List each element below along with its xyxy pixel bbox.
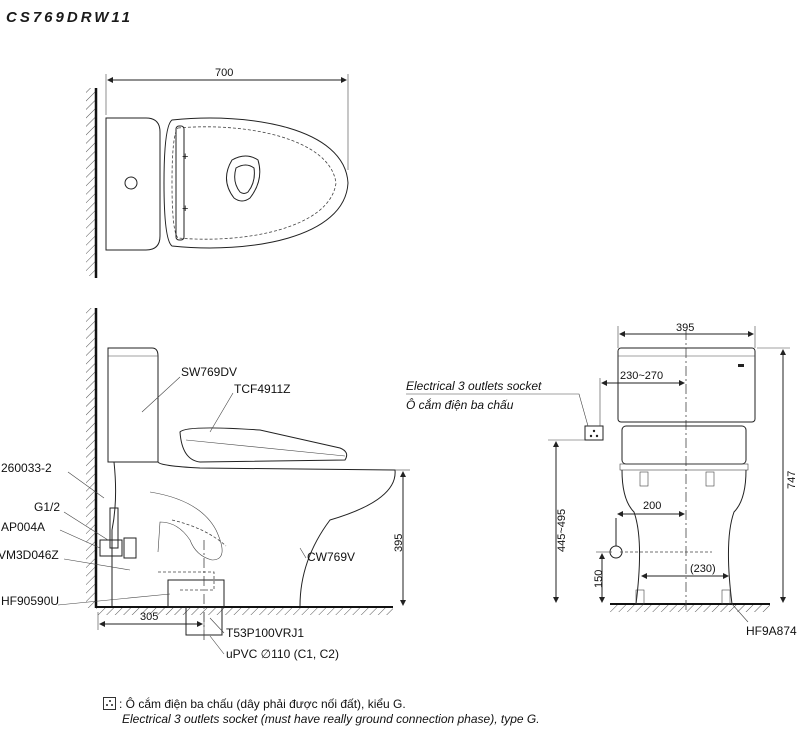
dim-700: 700	[215, 67, 233, 79]
top-trap-inner	[234, 164, 255, 194]
side-seat	[179, 427, 348, 463]
label-fitting: VM3D046Z	[0, 548, 59, 562]
label-drain-adapter: T53P100VRJ1	[226, 626, 304, 640]
side-wall-hatch	[86, 308, 95, 608]
dim-supply-height: 150	[593, 570, 605, 588]
label-pipe: uPVC ∅110 (C1, C2)	[226, 647, 339, 661]
label-thread: G1/2	[34, 500, 60, 514]
side-trapway	[149, 491, 223, 561]
top-seat-hinge	[175, 125, 185, 241]
dim-socket-height: 445~495	[556, 509, 568, 552]
top-trap-opening	[226, 155, 261, 202]
footnote-vi: : Ô cắm điện ba chấu (dây phải được nối …	[103, 697, 540, 712]
supply-hose	[109, 507, 119, 549]
front-bolt	[639, 471, 649, 487]
dim-395: 395	[393, 534, 405, 552]
drain-flange	[167, 579, 225, 608]
label-seat: TCF4911Z	[234, 382, 290, 396]
bolt-mark-icon: +	[182, 203, 188, 215]
top-seat-dashed	[171, 126, 337, 240]
flush-button-icon	[124, 176, 138, 190]
valve-body	[123, 537, 137, 559]
label-flange: HF90590U	[1, 594, 59, 608]
label-front-flange: HF9A874	[746, 624, 797, 638]
footnote: : Ô cắm điện ba chấu (dây phải được nối …	[103, 697, 540, 727]
floor-bolt	[635, 589, 645, 605]
label-socket-vi: Ô cắm điện ba chấu	[406, 397, 514, 412]
flush-lever-icon	[738, 364, 744, 367]
floor-bolt	[721, 589, 731, 605]
side-view: 395 305 SW769DV TCF4911Z 260033-2 G1/2 A…	[0, 308, 410, 661]
side-tank	[107, 347, 159, 463]
dim-front-395: 395	[676, 322, 694, 334]
label-socket-en: Electrical 3 outlets socket	[406, 379, 542, 393]
top-wall-hatch	[86, 88, 95, 276]
label-hose: 260033-2	[1, 461, 52, 475]
dim-bolt-spacing: (230)	[690, 563, 716, 575]
side-bowl-outline	[108, 461, 396, 607]
top-tank	[105, 117, 161, 251]
dim-socket-offset: 230~270	[620, 370, 663, 382]
top-view: 700 + +	[86, 67, 349, 278]
side-floor-hatch	[96, 608, 393, 615]
front-view: 395 Electrical 3 outlets socket Ô cắm đi…	[406, 322, 798, 638]
front-bowl-outline	[621, 469, 747, 605]
label-tank: SW769DV	[181, 365, 237, 379]
model-title: CS769DRW11	[6, 9, 133, 26]
dim-305: 305	[140, 611, 158, 623]
socket-icon	[103, 697, 116, 710]
front-seat	[621, 425, 747, 465]
footnote-vi-text: : Ô cắm điện ba chấu (dây phải được nối …	[119, 697, 406, 711]
footnote-en: Electrical 3 outlets socket (must have r…	[122, 712, 540, 726]
side-hidden-lines	[158, 519, 227, 591]
socket-box-icon	[584, 425, 604, 441]
front-bolt	[705, 471, 715, 487]
side-bowl-back	[111, 461, 117, 606]
bolt-mark-icon: +	[182, 151, 188, 163]
top-bowl-outline	[163, 117, 349, 249]
front-floor-hatch	[610, 605, 770, 612]
dim-747: 747	[786, 471, 798, 489]
front-tank	[617, 347, 756, 423]
dim-supply-offset: 200	[643, 500, 661, 512]
label-bowl: CW769V	[307, 550, 355, 564]
label-valve: AP004A	[1, 520, 45, 534]
